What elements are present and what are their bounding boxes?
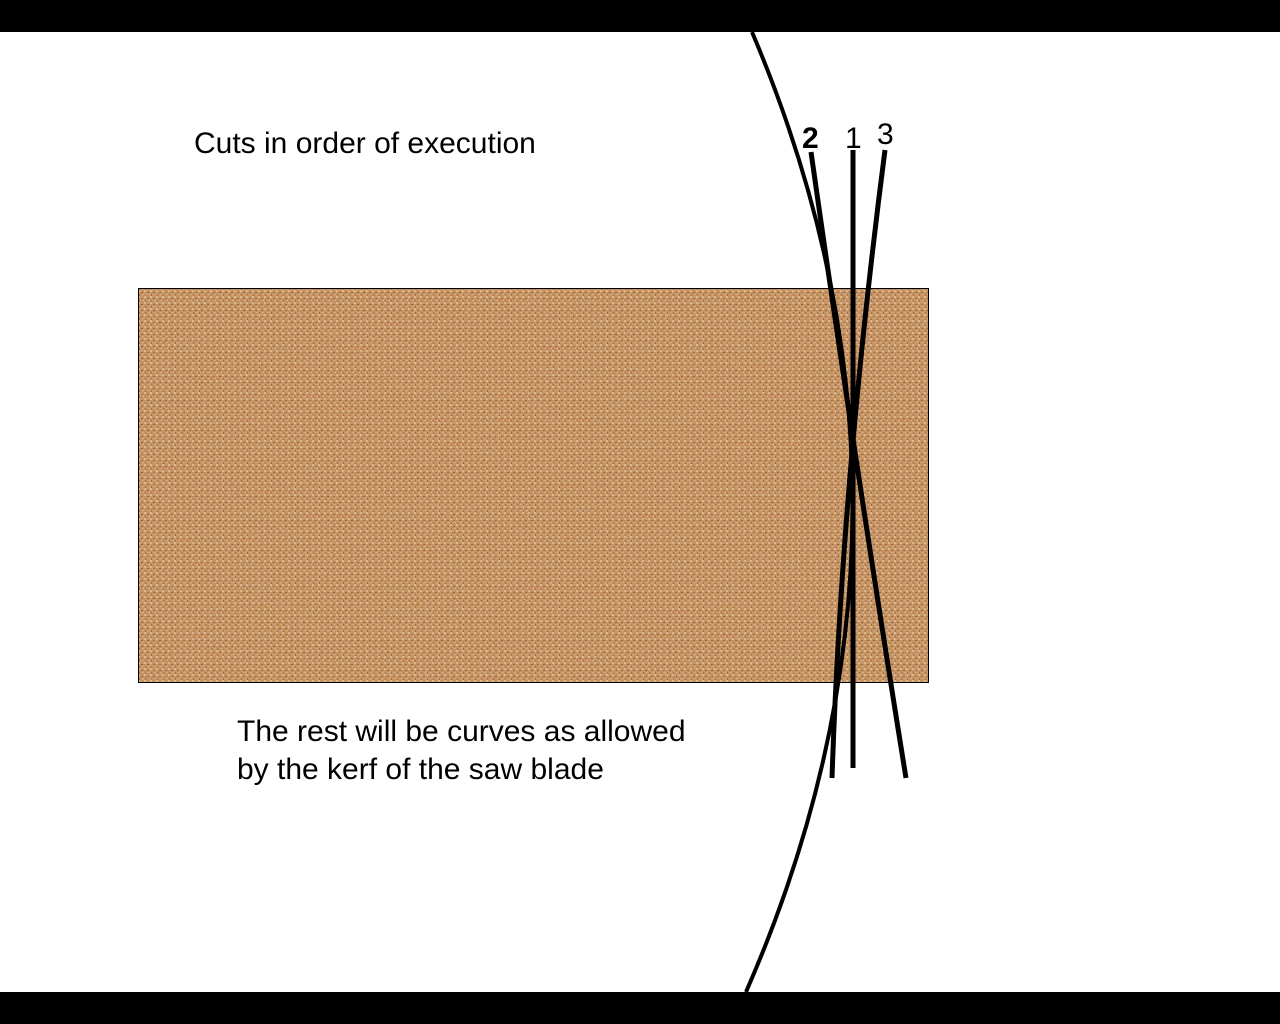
cut-diagram: 2 1 3: [138, 32, 929, 992]
cut-label-3: 3: [877, 118, 894, 151]
diagram-note: The rest will be curves as allowed by th…: [237, 715, 686, 786]
wood-board: [138, 288, 929, 683]
cut-line-3: [829, 149, 888, 779]
cut-label-1: 1: [845, 122, 862, 155]
cut-line-2: [808, 151, 909, 779]
diagram-title: Cuts in order of execution: [194, 127, 536, 160]
slide-canvas: 2 1 3 Cuts in order of execution The res…: [0, 32, 1280, 992]
cut-label-2: 2: [802, 122, 819, 155]
